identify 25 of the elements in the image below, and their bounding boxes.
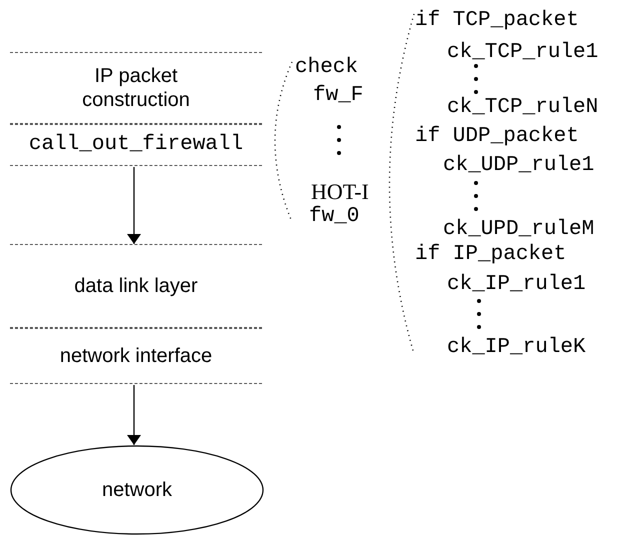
code-label: if IP_packet [415, 243, 566, 267]
layer-band [10, 124, 262, 166]
node-label: data link layer [73, 274, 199, 298]
code-label: ck_IP_rule1 [447, 273, 586, 297]
code-label: if TCP_packet [415, 9, 579, 33]
node-label: call_out_firewall [28, 133, 244, 157]
layer-band [10, 244, 262, 328]
code-label: ck_UDP_rule1 [443, 154, 594, 178]
arrow [127, 385, 141, 445]
code-label: check [295, 56, 358, 80]
code-label: fw_F [313, 84, 364, 108]
node-label: network [102, 478, 172, 502]
code-label: ck_IP_ruleK [447, 336, 586, 360]
code-label: fw_0 [309, 205, 360, 229]
network-ellipse [10, 445, 264, 535]
code-label: if UDP_packet [415, 125, 579, 149]
code-label: ck_UPD_ruleM [443, 218, 594, 242]
layer-band [10, 328, 262, 384]
arrow [127, 167, 141, 244]
code-label: HOT-I [311, 180, 369, 204]
code-label: ck_TCP_rule1 [447, 41, 598, 65]
node-label: network interface [58, 344, 214, 368]
node-label: IP packet construction [81, 64, 191, 112]
code-label: ck_TCP_ruleN [447, 96, 598, 120]
layer-band [10, 52, 262, 124]
